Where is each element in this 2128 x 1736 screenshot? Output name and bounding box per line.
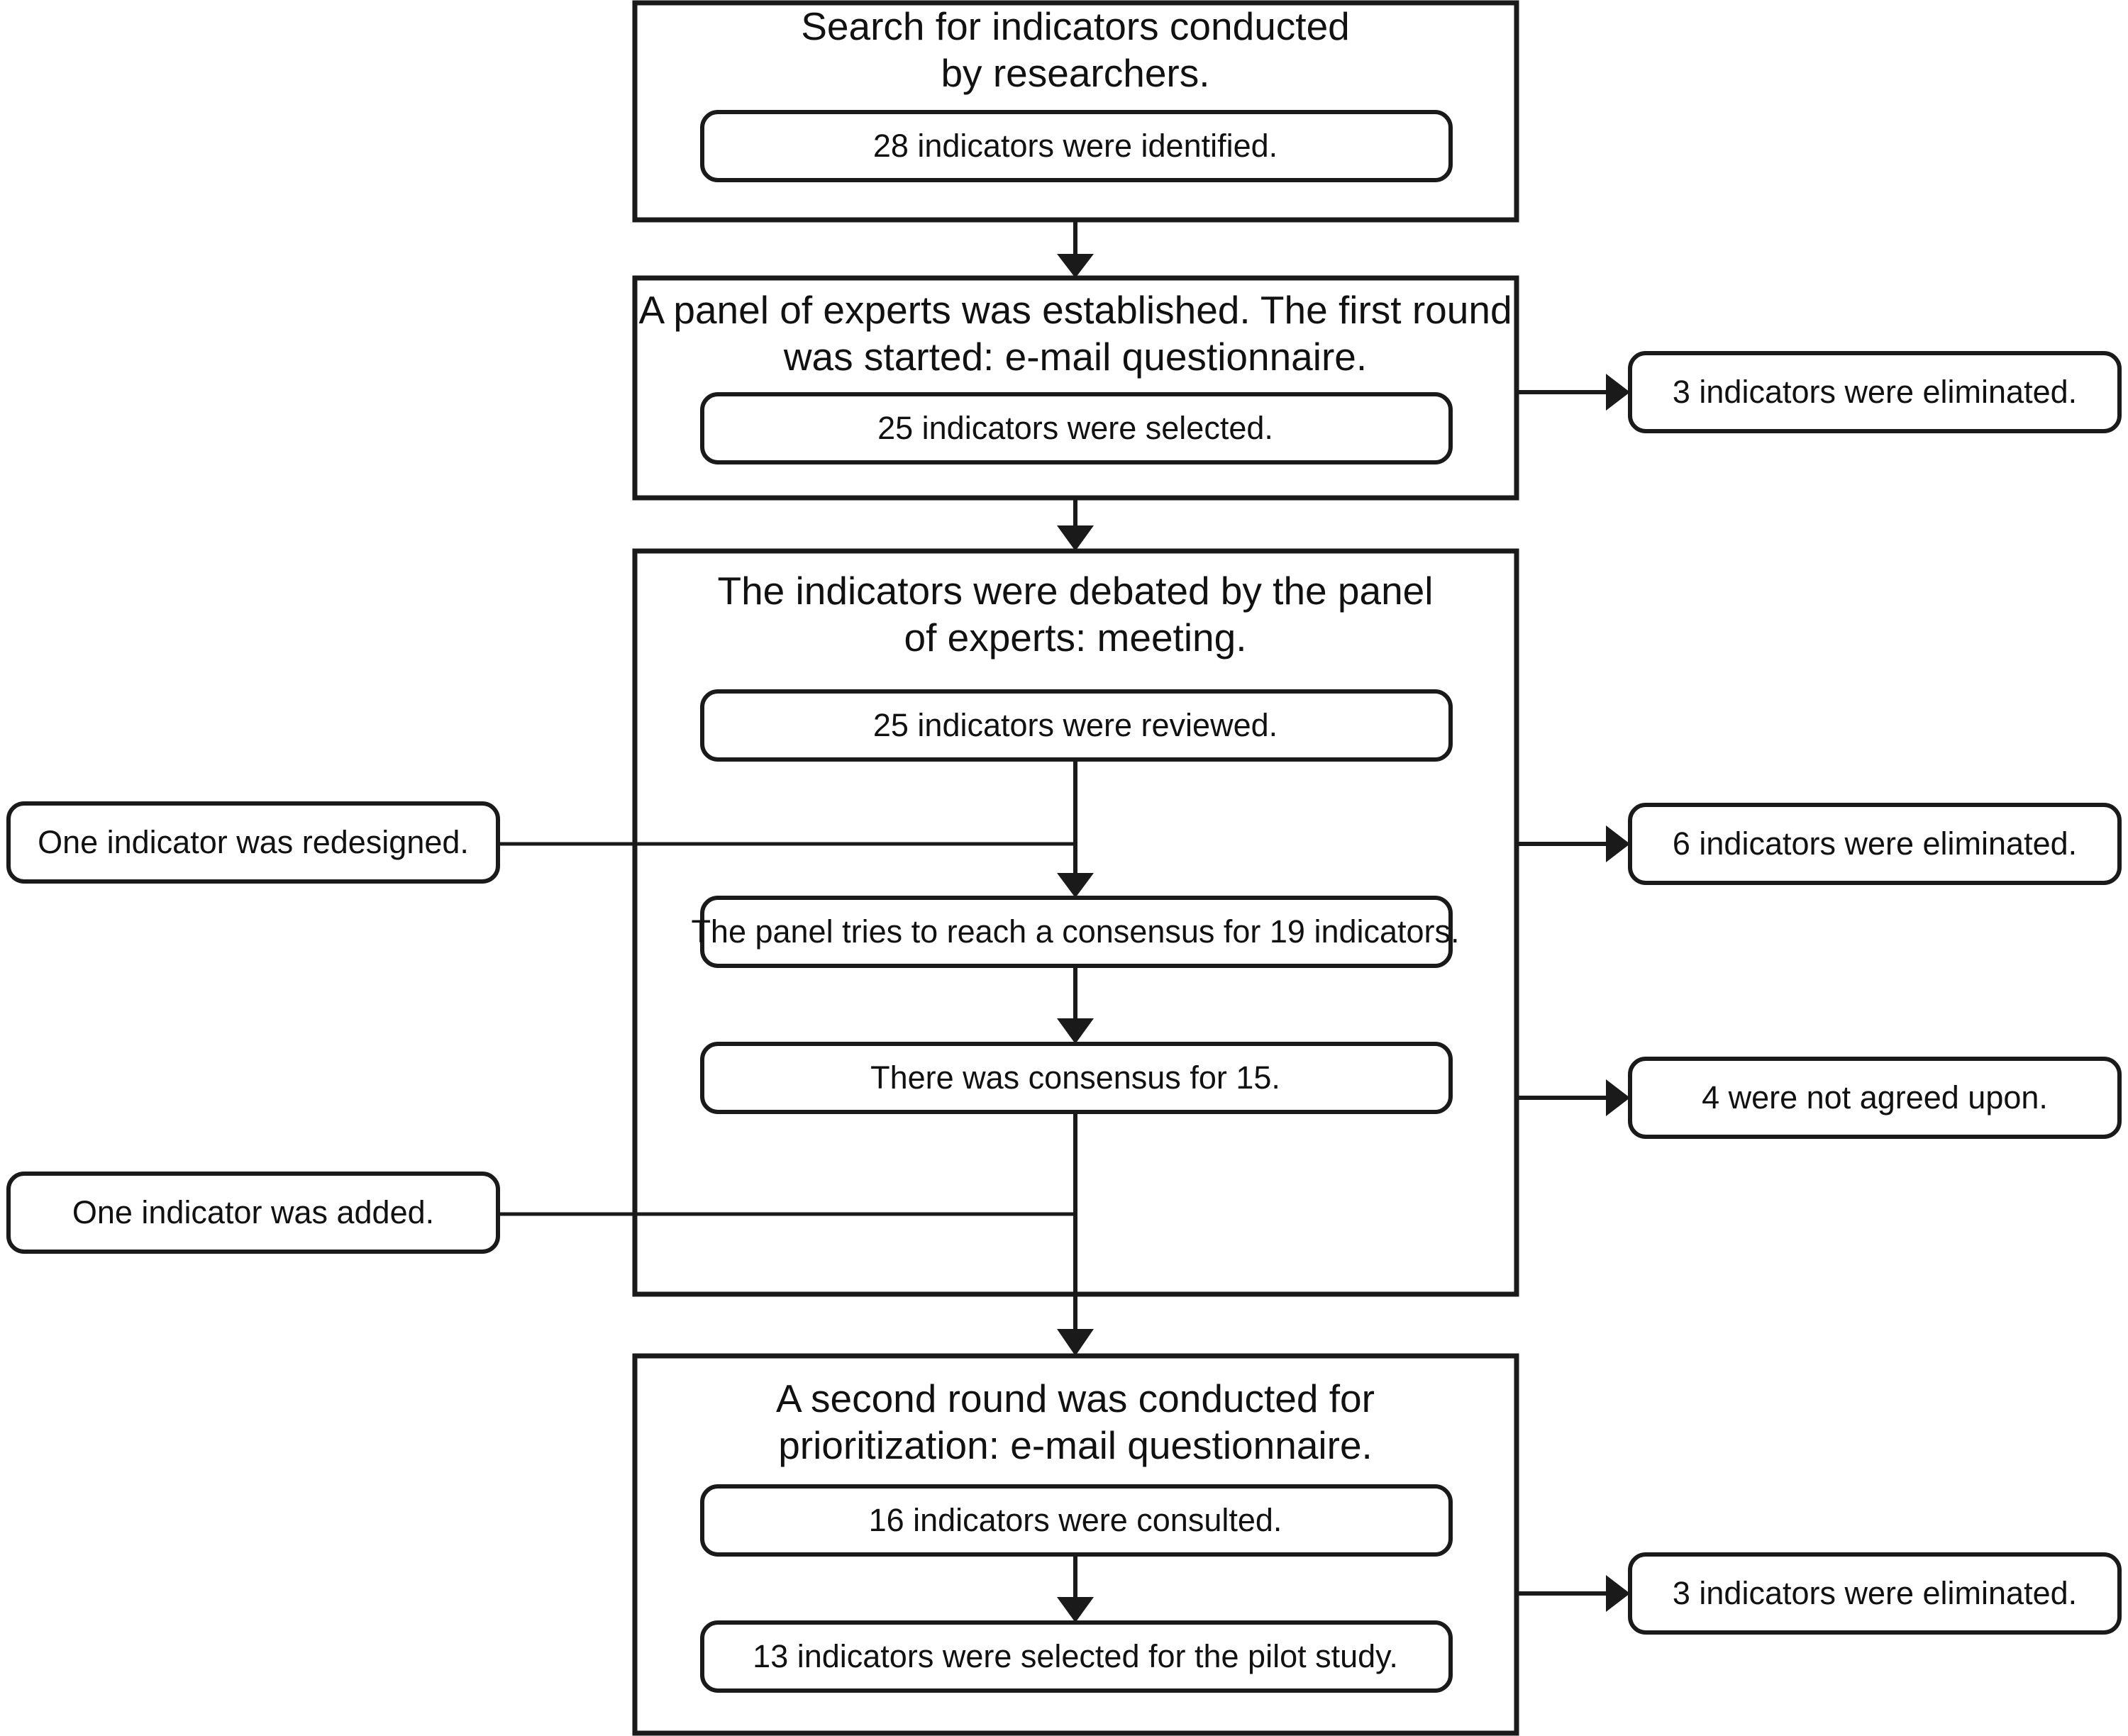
arrow-right-icon <box>1606 1079 1630 1116</box>
stage-second-round-title-line1: A second round was conducted for <box>776 1376 1375 1420</box>
result-13-pilot-box <box>700 1620 1453 1693</box>
stage-second-round: A second round was conducted for priorit… <box>632 1353 1519 1736</box>
note-one-redesigned-label: One indicator was redesigned. <box>38 824 469 860</box>
note-3-eliminated-round2: 3 indicators were eliminated. <box>1628 1552 2122 1635</box>
note-3-eliminated-round1-box <box>1628 351 2122 433</box>
result-25-selected-label: 25 indicators were selected. <box>877 410 1273 446</box>
note-4-not-agreed-box <box>1628 1057 2122 1139</box>
arrow-right-icon <box>1606 1575 1630 1612</box>
result-consensus-15-label: There was consensus for 15. <box>870 1059 1280 1096</box>
note-6-eliminated-box <box>1628 803 2122 885</box>
arrow-down-icon <box>1057 1018 1094 1044</box>
note-6-eliminated: 6 indicators were eliminated. <box>1628 803 2122 885</box>
stage-first-round-title-line2: was started: e-mail questionnaire. <box>783 335 1367 379</box>
result-28-identified-box <box>700 110 1453 182</box>
arrow-right-icon <box>1606 825 1630 862</box>
arrow-down-icon <box>1057 1597 1094 1623</box>
stage-debate-title-line1: The indicators were debated by the panel <box>718 569 1434 613</box>
arrow-down-icon <box>1057 873 1094 898</box>
note-6-eliminated-label: 6 indicators were eliminated. <box>1673 825 2077 862</box>
connector-stage3-to-note-6-eliminated <box>1517 825 1630 862</box>
connector-stage3-to-stage4 <box>1057 1294 1094 1356</box>
arrow-down-icon <box>1057 525 1094 551</box>
note-3-eliminated-round1: 3 indicators were eliminated. <box>1628 351 2122 433</box>
note-4-not-agreed-label: 4 were not agreed upon. <box>1702 1079 2048 1115</box>
note-3-eliminated-round1-label: 3 indicators were eliminated. <box>1673 374 2077 410</box>
connector-stage3-to-note-4-not-agreed <box>1517 1079 1630 1116</box>
stage-first-round-title-line1: A panel of experts was established. The … <box>638 288 1512 332</box>
note-one-added-label: One indicator was added. <box>72 1194 434 1230</box>
stage-debate-title-line2: of experts: meeting. <box>904 616 1246 660</box>
note-4-not-agreed: 4 were not agreed upon. <box>1628 1057 2122 1139</box>
result-25-reviewed-label: 25 indicators were reviewed. <box>873 707 1278 743</box>
stage-first-round: A panel of experts was established. The … <box>632 275 1519 501</box>
note-3-eliminated-round2-box <box>1628 1552 2122 1635</box>
result-consensus-attempt-label: The panel tries to reach a consensus for… <box>691 913 1459 950</box>
result-28-identified-label: 28 indicators were identified. <box>873 128 1278 164</box>
stage-second-round-title-line2: prioritization: e-mail questionnaire. <box>778 1423 1373 1467</box>
stage-search-title-line1: Search for indicators conducted <box>801 4 1350 48</box>
connector-stage2-to-note-3-eliminated <box>1517 374 1630 411</box>
connector-stage1-to-stage2 <box>1057 220 1094 278</box>
note-one-added: One indicator was added. <box>6 1172 1075 1254</box>
note-3-eliminated-round2-label: 3 indicators were eliminated. <box>1673 1575 2077 1611</box>
stage-debate: The indicators were debated by the panel… <box>632 548 1519 1297</box>
arrow-down-icon <box>1057 1329 1094 1356</box>
stage-search: Search for indicators conducted by resea… <box>632 0 1519 223</box>
result-16-consulted-label: 16 indicators were consulted. <box>869 1502 1282 1538</box>
result-25-selected-box <box>700 392 1453 464</box>
note-one-redesigned: One indicator was redesigned. <box>6 801 1075 884</box>
result-13-pilot-label: 13 indicators were selected for the pilo… <box>753 1638 1398 1674</box>
connector-stage2-to-stage3 <box>1057 498 1094 551</box>
arrow-right-icon <box>1606 374 1630 411</box>
stage-search-title-line2: by researchers. <box>941 51 1209 95</box>
connector-stage4-to-note-3-eliminated <box>1517 1575 1630 1612</box>
arrow-down-icon <box>1057 254 1094 278</box>
